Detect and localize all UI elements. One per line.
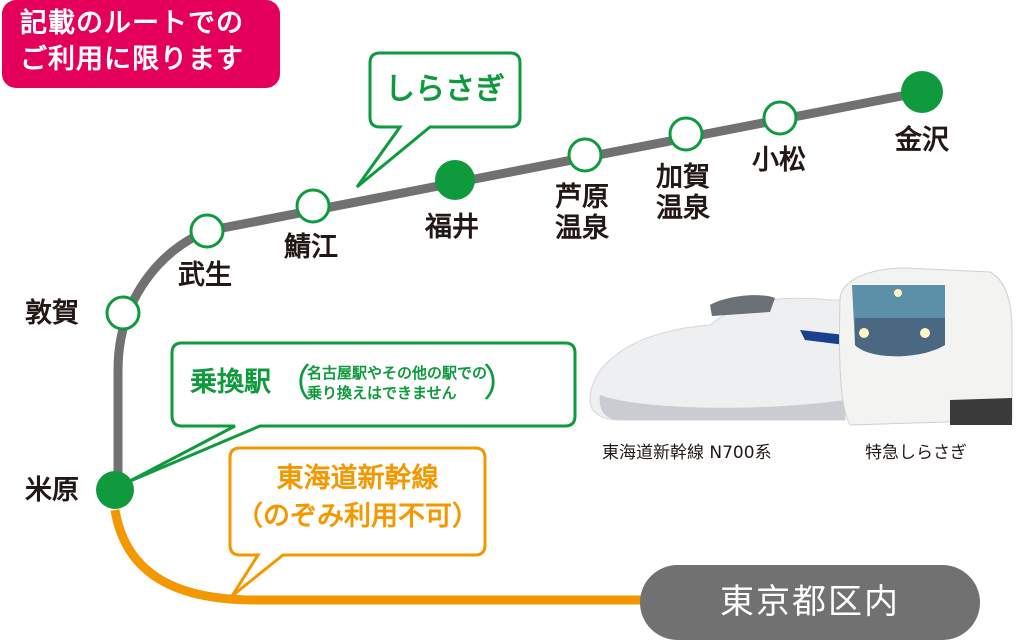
station-label-kagaonsen-line1: 加賀 xyxy=(656,162,710,193)
transfer-paren-close: ） xyxy=(483,361,522,405)
route-restriction-notice: 記載のルートでの ご利用に限ります xyxy=(2,0,280,88)
shirasagi-callout xyxy=(355,51,522,189)
station-label-kagaonsen-line2: 温泉 xyxy=(656,193,710,224)
station-marker-fukui xyxy=(435,160,475,200)
transfer-callout-content: 乗換駅 （ 名古屋駅やその他の駅での 乗り換えはできません ） xyxy=(190,358,521,408)
station-marker-takefu xyxy=(189,213,225,249)
station-marker-komatsu xyxy=(762,100,798,136)
transfer-paren-open: （ xyxy=(273,361,312,405)
notice-line-2: ご利用に限ります xyxy=(20,44,244,75)
transfer-note: 名古屋駅やその他の駅での 乗り換えはできません xyxy=(307,363,487,403)
station-label-kagaonsen: 加賀 温泉 xyxy=(656,162,710,224)
transfer-callout xyxy=(127,341,577,484)
station-marker-awaraonsen xyxy=(567,137,603,173)
n700-train-image xyxy=(589,295,846,421)
station-label-takefu: 武生 xyxy=(178,260,232,291)
tokaido-callout xyxy=(228,446,487,598)
station-label-awaraonsen-line2: 温泉 xyxy=(555,213,609,244)
station-marker-kagaonsen xyxy=(668,116,704,152)
station-label-komatsu: 小松 xyxy=(752,145,806,176)
tokaido-callout-line1: 東海道新幹線 xyxy=(276,463,439,494)
shirasagi-train-image xyxy=(838,267,1013,426)
notice-line-1: 記載のルートでの xyxy=(20,8,244,39)
station-label-sabae: 鯖江 xyxy=(284,232,338,263)
transfer-note-line2: 乗り換えはできません xyxy=(307,384,457,402)
station-marker-kanazawa xyxy=(901,71,943,113)
tokaido-callout-line2: （のぞみ利用不可） xyxy=(236,501,479,532)
destination-tokyo-ward: 東京都区内 xyxy=(640,565,980,640)
n700-caption: 東海道新幹線 N700系 xyxy=(602,443,772,463)
station-label-awaraonsen: 芦原 温泉 xyxy=(555,182,609,244)
station-label-maibara: 米原 xyxy=(25,475,79,506)
station-label-fukui: 福井 xyxy=(425,212,479,243)
shirasagi-caption: 特急しらさぎ xyxy=(865,443,967,463)
station-marker-maibara xyxy=(96,471,134,509)
station-marker-sabae xyxy=(295,188,331,224)
station-label-kanazawa: 金沢 xyxy=(895,125,949,156)
tokaido-callout-content: 東海道新幹線 （のぞみ利用不可） xyxy=(230,460,485,536)
station-label-tsuruga: 敦賀 xyxy=(25,298,79,329)
shirasagi-callout-label: しらさぎ xyxy=(385,72,505,107)
station-label-awaraonsen-line1: 芦原 xyxy=(555,182,609,213)
station-marker-tsuruga xyxy=(105,295,141,331)
transfer-note-line1: 名古屋駅やその他の駅での xyxy=(307,364,488,382)
transfer-station-title: 乗換駅 xyxy=(190,367,271,398)
tokaido-shinkansen-line xyxy=(110,509,660,605)
